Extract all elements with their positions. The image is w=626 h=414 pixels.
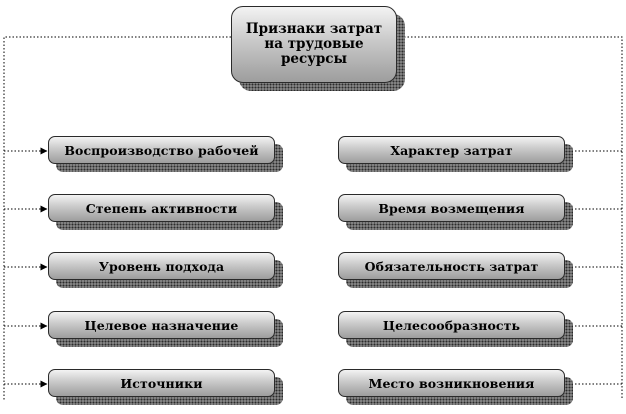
left-node-1: Воспроизводство рабочей xyxy=(48,136,275,164)
right-node-1: Характер затрат xyxy=(338,136,565,164)
right-node-2: Время возмещения xyxy=(338,194,565,222)
left-node-2: Степень активности xyxy=(48,194,275,222)
root-node-label: Признаки затрат на трудовые ресурсы xyxy=(245,21,383,67)
left-node-4: Целевое назначение xyxy=(48,311,275,339)
left-node-label: Воспроизводство рабочей xyxy=(64,142,259,158)
right-node-3: Обязательность затрат xyxy=(338,252,565,280)
right-node-label: Целесообразность xyxy=(382,317,521,333)
left-node-5: Источники xyxy=(48,369,275,397)
root-node: Признаки затрат на трудовые ресурсы xyxy=(231,6,397,83)
left-node-label: Уровень подхода xyxy=(98,258,225,274)
left-node-3: Уровень подхода xyxy=(48,252,275,280)
left-node-label: Источники xyxy=(120,375,203,391)
left-node-label: Целевое назначение xyxy=(84,317,239,333)
left-branch-arrows xyxy=(4,147,48,388)
right-node-label: Место возникновения xyxy=(368,375,535,391)
left-node-label: Степень активности xyxy=(85,200,238,216)
right-trunk-line xyxy=(397,36,623,400)
right-node-4: Целесообразность xyxy=(338,311,565,339)
right-node-5: Место возникновения xyxy=(338,369,565,397)
right-branch-arrows xyxy=(565,147,622,388)
right-node-label: Характер затрат xyxy=(390,142,513,158)
right-node-label: Обязательность затрат xyxy=(364,258,539,274)
right-node-label: Время возмещения xyxy=(378,200,525,216)
left-trunk-line xyxy=(3,36,231,400)
